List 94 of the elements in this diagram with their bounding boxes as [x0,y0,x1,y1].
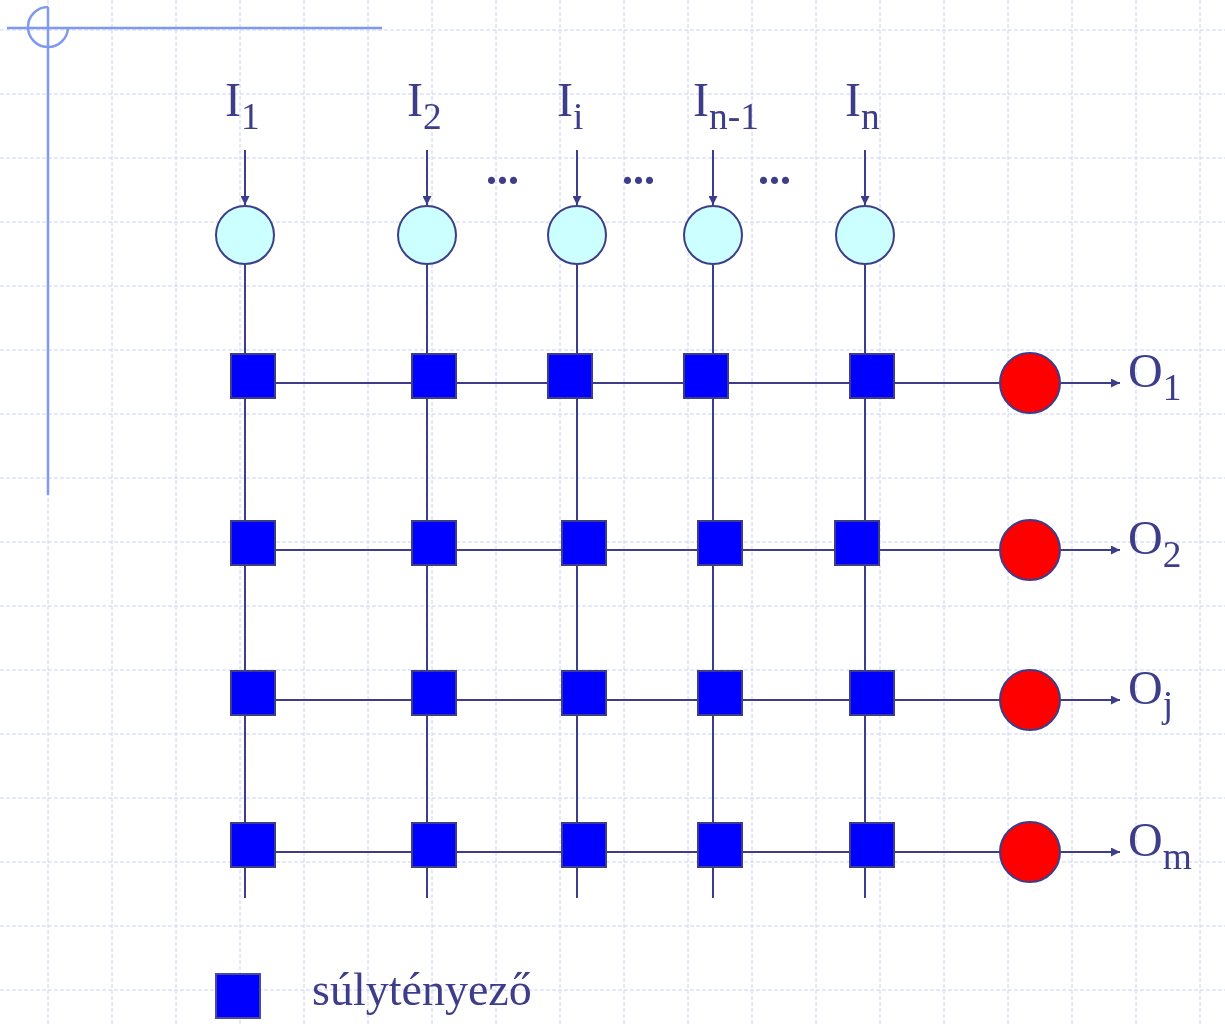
weight-square [849,822,895,868]
connector-line [742,549,835,551]
weight-square [411,822,457,868]
connector-line [712,565,714,671]
connector-line [576,264,578,354]
connector-line [742,699,850,701]
ellipsis: ... [622,148,655,192]
weight-square [561,520,607,566]
output-label: O$_{m}$ [1128,816,1192,876]
input-neuron [397,205,457,265]
connector-line [894,382,1000,384]
weight-square [849,670,895,716]
input-neuron [547,205,607,265]
weight-square [834,520,880,566]
connector-line [456,851,562,853]
connector-line [712,715,714,823]
connector-line [275,851,412,853]
connector-line [244,715,246,823]
weight-square [230,822,276,868]
output-neuron [999,669,1061,731]
arrow [1060,695,1121,705]
connector-line [606,699,698,701]
connector-line [606,851,698,853]
input-label: I$_{2}$ [407,72,447,136]
weight-square [230,670,276,716]
connector-line [742,851,850,853]
weight-square [561,670,607,716]
connector-line [864,398,866,521]
connector-line [894,699,1000,701]
connector-line [864,264,866,354]
arrow [1060,545,1121,555]
arrow [1060,847,1121,857]
input-neuron [683,205,743,265]
arrow [572,149,582,206]
connector-line [576,867,578,899]
output-label: O$_{1}$ [1128,347,1182,407]
connector-line [426,867,428,899]
arrow [240,149,250,206]
weight-square [547,353,593,399]
weight-square [411,353,457,399]
connector-line [894,851,1000,853]
connector-line [879,549,1000,551]
connector-line [712,398,714,521]
input-label: I$_{n}$ [845,72,885,136]
output-label: O$_{2}$ [1128,514,1182,574]
weight-square [683,353,729,399]
connector-line [728,382,850,384]
connector-line [864,715,866,823]
connector-line [426,264,428,354]
arrow [708,149,718,206]
ellipsis: ... [758,148,791,192]
legend-label: súlytényező [312,967,532,1013]
connector-line [275,699,412,701]
connector-line [456,382,548,384]
weight-square [411,670,457,716]
connector-line [606,549,698,551]
connector-line [244,867,246,899]
connector-line [244,565,246,671]
connector-line [244,398,246,521]
connector-line [864,565,866,671]
weight-square [849,353,895,399]
connector-line [244,264,246,354]
weight-square [561,822,607,868]
connector-line [275,549,412,551]
input-neuron [215,205,275,265]
connector-line [426,715,428,823]
weight-square [230,353,276,399]
output-neuron [999,352,1061,414]
connector-line [576,398,578,521]
weight-square [697,822,743,868]
arrow [1060,378,1121,388]
output-label: O$_{j}$ [1128,664,1174,724]
connector-line [576,715,578,823]
input-label: I$_{n-1}$ [693,72,759,136]
input-neuron [835,205,895,265]
arrow [860,149,870,206]
weight-square [411,520,457,566]
weight-square [697,520,743,566]
connector-line [456,549,562,551]
connector-line [576,565,578,671]
connector-line [864,867,866,899]
connector-line [712,867,714,899]
connector-line [426,398,428,521]
arrow [422,149,432,206]
connector-line [275,382,412,384]
input-label: I$_{i}$ [557,72,597,136]
input-label: I$_{1}$ [225,72,265,136]
connector-line [712,264,714,354]
connector-line [592,382,684,384]
connector-line [456,699,562,701]
weight-square [697,670,743,716]
ellipsis: ... [486,148,519,192]
connector-line [426,565,428,671]
weight-square [230,520,276,566]
